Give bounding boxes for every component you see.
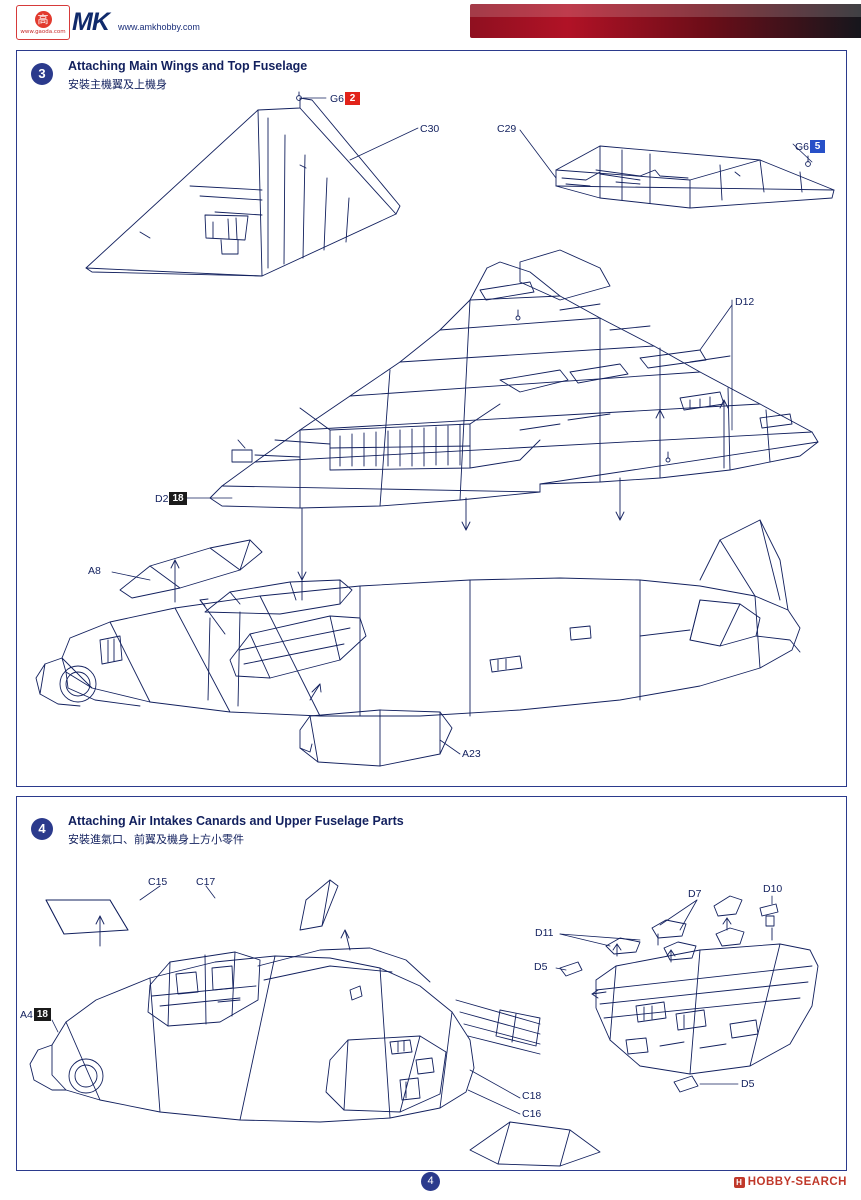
step-4-title-zh: 安裝進氣口、前翼及機身上方小零件 — [68, 833, 244, 846]
label-c15: C15 — [148, 876, 168, 888]
label-c29: C29 — [497, 123, 517, 135]
logo-badge: 高 — [34, 10, 52, 28]
label-a4-code: A4 — [20, 1008, 33, 1021]
label-c17: C17 — [196, 876, 216, 888]
page-header: 高 www.gaoda.com MK www.amkhobby.com — [0, 0, 861, 42]
label-d5-lower: D5 — [741, 1078, 755, 1090]
label-c16: C16 — [522, 1108, 542, 1120]
header-color-band — [470, 4, 861, 38]
label-g6-2-chip: 2 — [345, 92, 361, 105]
label-d2-code: D2 — [155, 492, 169, 505]
step-3-title-zh: 安裝主機翼及上機身 — [68, 78, 167, 91]
label-g6-5-code: G6 — [795, 140, 810, 153]
label-a4-18: A4 18 — [20, 1008, 51, 1021]
label-g6-5-chip: 5 — [810, 140, 826, 153]
step-3-panel — [16, 50, 847, 787]
step-4-number: 4 — [31, 818, 53, 840]
label-a4-chip: 18 — [33, 1008, 51, 1021]
label-d2-18: D2 18 — [155, 492, 187, 505]
label-d11: D11 — [535, 927, 554, 939]
label-c30: C30 — [420, 123, 440, 135]
label-g6-5: G6 5 — [795, 140, 826, 153]
step-3-number: 3 — [31, 63, 53, 85]
brand-logo: 高 www.gaoda.com — [16, 5, 70, 40]
step-3-title-en: Attaching Main Wings and Top Fuselage — [68, 59, 308, 73]
watermark-badge-icon: H — [733, 1177, 745, 1188]
label-c18: C18 — [522, 1090, 542, 1102]
label-d10: D10 — [763, 883, 783, 895]
label-d2-chip: 18 — [169, 492, 187, 505]
step-4-panel — [16, 796, 847, 1171]
header-url: www.amkhobby.com — [118, 22, 200, 32]
label-d5-upper: D5 — [534, 961, 548, 973]
watermark-text: HOBBY-SEARCH — [747, 1176, 847, 1188]
label-g6-2: G6 2 — [330, 92, 361, 105]
logo-subtext: www.gaoda.com — [20, 28, 66, 35]
label-d12: D12 — [735, 296, 755, 308]
label-d7: D7 — [688, 888, 702, 900]
page-number: 4 — [421, 1172, 440, 1191]
label-g6-2-code: G6 — [330, 92, 345, 105]
label-a23: A23 — [462, 748, 481, 760]
label-a8: A8 — [88, 565, 101, 577]
step-4-title-en: Attaching Air Intakes Canards and Upper … — [68, 814, 404, 828]
brand-initials: MK — [72, 8, 110, 36]
